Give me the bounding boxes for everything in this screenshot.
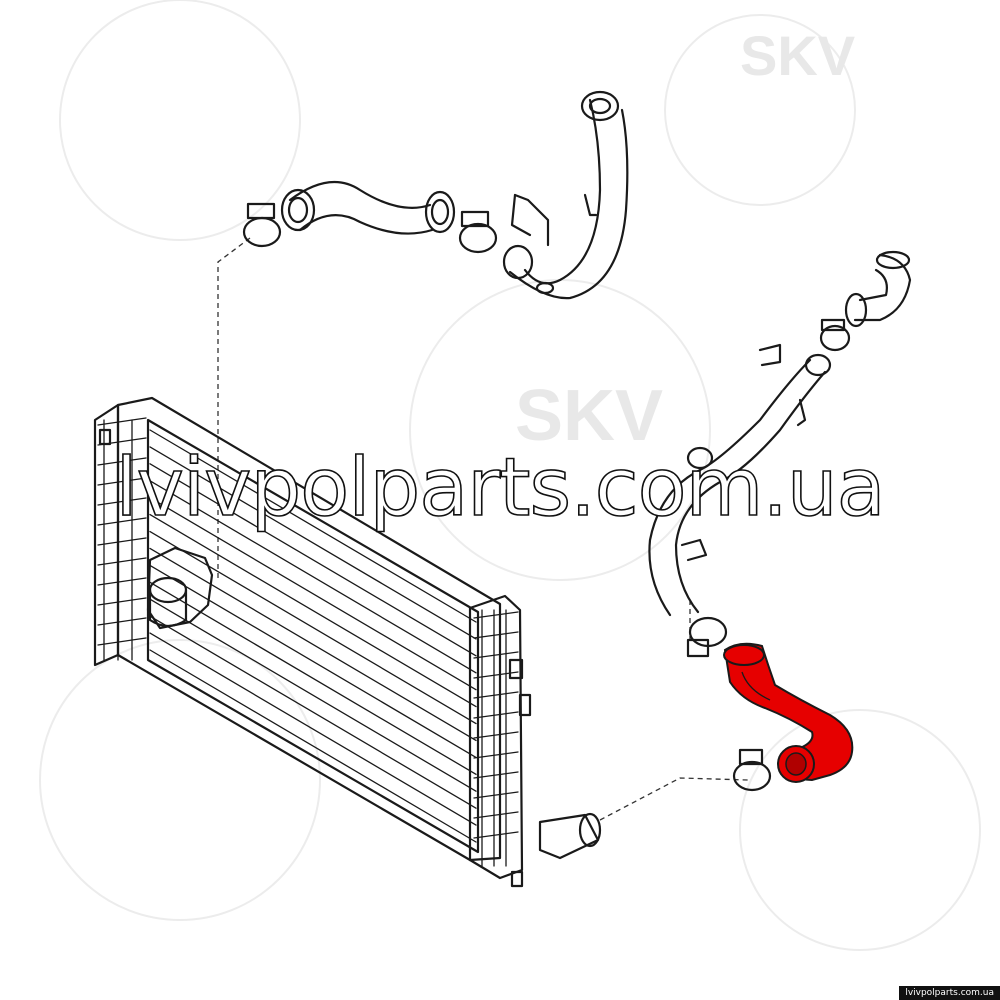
assembly-guide-lines <box>217 237 749 821</box>
right-short-hose <box>844 250 912 328</box>
highlighted-charge-air-hose <box>723 642 854 783</box>
red-hose-clamp <box>732 748 772 792</box>
upper-charge-hose <box>280 180 456 235</box>
right-hose-clamp-lower <box>686 616 728 658</box>
right-metal-pipe <box>648 343 832 617</box>
intercooler <box>93 396 602 888</box>
upper-metal-pipe <box>502 90 629 300</box>
site-watermark: lvivpolparts.com.ua <box>115 441 887 534</box>
skv-watermark-top: SKV <box>740 24 855 87</box>
skv-watermark-center: SKV <box>515 376 663 456</box>
upper-hose-clamp-right <box>458 210 498 254</box>
footer-url-label: lvivpolparts.com.ua <box>899 986 1000 1000</box>
right-hose-clamp-upper <box>819 318 851 352</box>
upper-hose-clamp-left <box>242 202 282 248</box>
